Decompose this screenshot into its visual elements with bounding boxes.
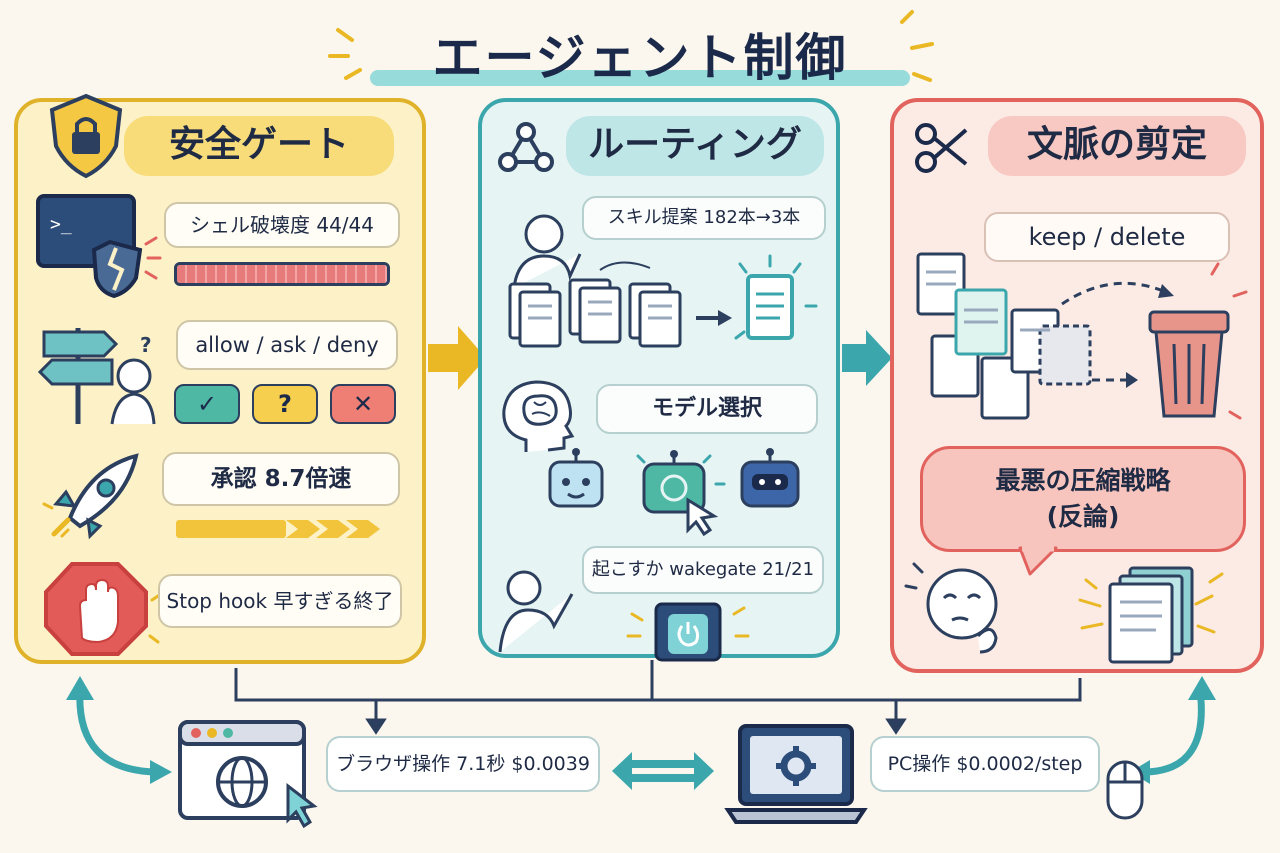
thinking-person-docs	[904, 562, 1224, 664]
approval-speed-label: 承認 8.7倍速	[162, 452, 400, 506]
model-selection-label: モデル選択	[596, 384, 818, 434]
speech-bubble-tail	[1018, 546, 1058, 576]
arrow-safety-to-routing	[428, 326, 486, 390]
skill-filter-illustration	[508, 214, 818, 348]
title-sparkles	[328, 10, 934, 82]
wakegate-label: 起こすか wakegate 21/21	[582, 546, 824, 594]
rocket-icon	[42, 453, 139, 540]
laptop-gear-icon	[724, 724, 868, 824]
ask-button[interactable]: ?	[252, 384, 318, 424]
allow-button[interactable]: ✓	[174, 384, 240, 424]
model-robots	[548, 448, 800, 537]
pc-operation-label: PC操作 $0.0002/step	[870, 736, 1100, 792]
routing-header: ルーティング	[566, 116, 824, 176]
robot-light-icon	[548, 448, 604, 508]
safety-gate-header: 安全ゲート	[124, 116, 394, 176]
keep-delete-label: keep / delete	[984, 212, 1230, 262]
mouse-icon	[1106, 760, 1144, 820]
speed-chevrons	[176, 520, 380, 538]
shell-destruction-progress-fill	[177, 265, 387, 283]
worst-compression-bubble: 最悪の圧縮戦略 (反論)	[920, 446, 1246, 552]
skill-suggestion-label: スキル提案 182本→3本	[582, 196, 826, 240]
shield-lock-icon	[49, 93, 123, 179]
worst-compression-line2: (反論)	[1046, 502, 1120, 531]
shell-destruction-label: シェル破壊度 44/44	[164, 202, 400, 248]
scissors-icon	[915, 123, 968, 173]
wakegate-illustration	[498, 570, 750, 662]
stop-hand-icon	[44, 562, 160, 656]
deny-button[interactable]: ✕	[330, 384, 396, 424]
allow-ask-deny-label: allow / ask / deny	[176, 320, 398, 370]
robot-dark-icon	[740, 448, 800, 508]
browser-operation-label: ブラウザ操作 7.1秒 $0.0039	[326, 736, 600, 792]
shell-destruction-progress	[174, 262, 390, 286]
network-icon	[498, 122, 554, 172]
arrow-routing-to-pruning	[842, 330, 892, 386]
terminal-icon: >_	[36, 194, 162, 299]
pruning-docs-trash	[916, 252, 1248, 420]
svg-text:>_: >_	[50, 214, 72, 235]
page-title: エージェント制御	[432, 29, 848, 87]
robot-green-icon	[636, 450, 726, 537]
context-pruning-header: 文脈の剪定	[988, 116, 1246, 176]
title-area: エージェント制御	[330, 8, 950, 88]
stop-hook-label: Stop hook 早すぎる終了	[158, 574, 402, 628]
browser-window-icon	[178, 720, 318, 829]
signpost-person-icon: ?	[37, 328, 156, 425]
brain-head-icon	[502, 380, 575, 452]
worst-compression-line1: 最悪の圧縮戦略	[995, 466, 1171, 495]
svg-text:?: ?	[140, 333, 152, 357]
